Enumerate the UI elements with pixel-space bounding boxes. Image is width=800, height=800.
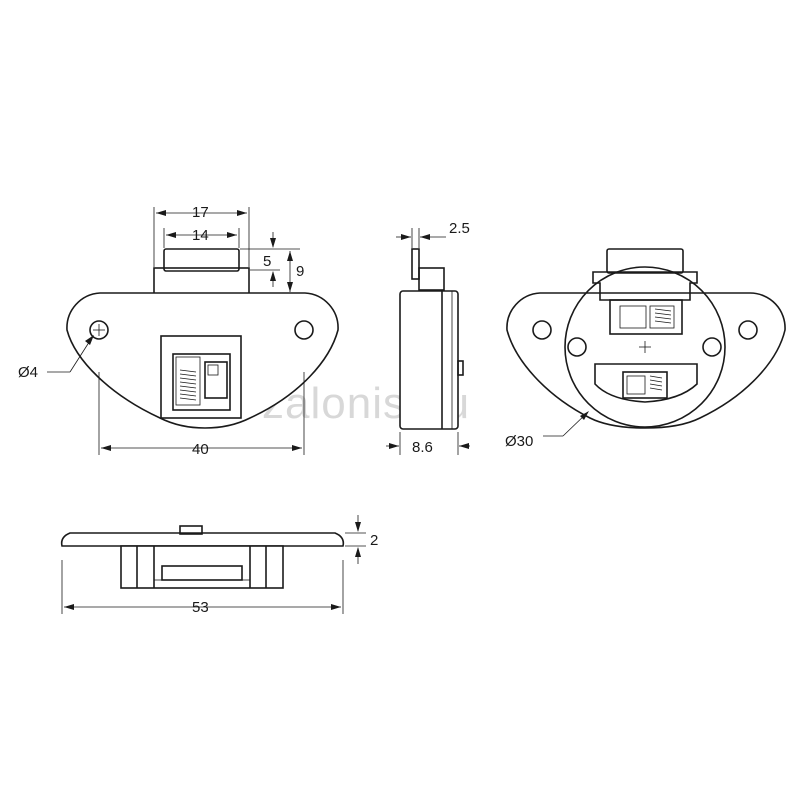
front-left-hole <box>89 320 109 340</box>
side-body <box>399 290 459 430</box>
side-tab-base <box>418 267 445 291</box>
back-slider <box>609 299 683 335</box>
front-spring <box>179 369 197 401</box>
dim-body-depth: 8.6 <box>412 439 433 456</box>
dim-overall-length: 53 <box>192 599 209 616</box>
bottom-plate <box>60 532 345 547</box>
back-top-tab <box>606 248 684 274</box>
side-pin <box>457 360 464 376</box>
back-ring <box>564 266 726 428</box>
back-hole-right-outer <box>738 320 758 340</box>
back-hole-right-inner <box>702 337 722 357</box>
dim-total-height: 9 <box>296 263 304 280</box>
side-tab <box>411 248 420 280</box>
dim-hole-spacing: 40 <box>192 441 209 458</box>
front-right-hole <box>294 320 314 340</box>
dim-top-width: 17 <box>192 204 209 221</box>
front-mechanism-inner <box>172 353 231 411</box>
back-lower-window <box>594 363 698 403</box>
back-hole-left-outer <box>532 320 552 340</box>
front-top-tab <box>163 248 240 272</box>
front-tab-base <box>153 267 250 295</box>
front-plate <box>66 292 339 429</box>
side-view: 2.5 8.6 <box>386 220 470 456</box>
bottom-knob <box>179 525 203 535</box>
dim-hole-diameter: Ø4 <box>18 364 38 381</box>
back-view: Ø30 <box>505 248 786 450</box>
dim-tab-thickness: 2.5 <box>449 220 470 237</box>
dim-plate-thickness: 2 <box>370 532 378 549</box>
dim-ring-diameter: Ø30 <box>505 433 533 450</box>
bottom-body <box>120 545 284 589</box>
back-plate <box>506 292 786 429</box>
dim-tab-height: 5 <box>263 253 271 270</box>
back-hole-left-inner <box>567 337 587 357</box>
dim-top-inner-width: 14 <box>192 227 209 244</box>
front-mechanism-frame <box>160 335 242 419</box>
bottom-view: 2 53 <box>60 515 378 616</box>
front-view: 17 14 5 9 Ø4 40 <box>18 204 339 458</box>
